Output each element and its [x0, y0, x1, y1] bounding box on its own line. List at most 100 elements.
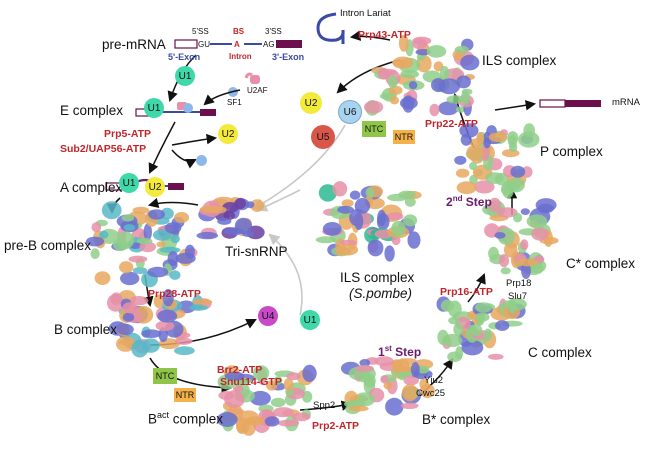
structure-lobe — [224, 371, 245, 381]
structure-lobe — [410, 362, 420, 378]
structure-lobe — [400, 96, 418, 110]
c-complex-structure — [436, 296, 527, 363]
structure-lobe — [460, 133, 472, 146]
structure-lobe — [196, 231, 219, 240]
structure-lobe — [494, 232, 506, 239]
structure-lobe — [412, 38, 428, 50]
exon3-label: 3'-Exon — [272, 52, 305, 62]
structure-lobe — [439, 66, 450, 81]
structure-lobe — [500, 267, 511, 275]
structure-lobe — [365, 187, 375, 198]
structure-lobe — [139, 241, 156, 253]
b-complex-structure — [107, 289, 213, 358]
structure-lobe — [302, 364, 317, 382]
ntc-box-bact: NTC — [153, 368, 177, 384]
structure-lobe — [266, 380, 278, 391]
premrna-schematic — [174, 39, 302, 49]
structure-lobe — [167, 251, 179, 266]
exon5-label: 5'-Exon — [168, 52, 201, 62]
structure-lobe — [461, 339, 484, 356]
structure-lobe — [336, 244, 359, 256]
structure-lobe — [123, 224, 136, 231]
structure-lobe — [447, 300, 462, 318]
second-step-label: 2nd Step — [446, 194, 492, 209]
structure-lobe — [85, 236, 105, 247]
structure-lobe — [401, 384, 418, 402]
recycling-arrows — [253, 124, 346, 316]
structure-lobe — [120, 271, 140, 286]
u2-snrnp-incoming: U2 — [218, 124, 238, 144]
structure-lobe — [474, 312, 490, 322]
released-factor — [196, 155, 207, 166]
structure-lobe — [488, 246, 499, 261]
structure-lobe — [420, 383, 435, 399]
ntr-box-bact: NTR — [174, 388, 196, 402]
structure-lobe — [377, 209, 387, 227]
structure-lobe — [389, 96, 400, 105]
u1-snrnp-e: U1 — [144, 98, 164, 118]
complex-structures — [85, 34, 559, 436]
structure-lobe — [337, 205, 354, 214]
structure-lobe — [403, 214, 418, 227]
trisnrnp-structure — [196, 196, 265, 240]
structure-lobe — [367, 239, 384, 257]
structure-lobe — [398, 34, 409, 52]
structure-lobe — [456, 181, 477, 195]
structure-lobe — [383, 381, 393, 390]
ils-pombe-label: ILS complex — [340, 270, 415, 285]
structure-lobe — [520, 208, 530, 216]
p-complex-structure — [454, 123, 540, 199]
structure-lobe — [158, 327, 168, 343]
structure-lobe — [174, 337, 193, 345]
structure-lobe — [359, 359, 371, 367]
yju2-label: Yju2 — [424, 375, 444, 386]
structure-lobe — [531, 227, 549, 241]
structure-lobe — [408, 81, 418, 90]
structure-lobe — [426, 45, 447, 58]
structure-lobe — [264, 416, 280, 427]
structure-lobe — [122, 312, 135, 322]
structure-lobe — [224, 227, 244, 236]
structure-lobe — [466, 144, 484, 161]
structure-lobe — [118, 339, 136, 346]
structure-lobe — [523, 123, 535, 138]
structure-lobe — [249, 390, 271, 406]
brr2-atp-label: Brr2-ATP — [217, 364, 263, 376]
structure-lobe — [392, 59, 408, 67]
structure-lobe — [521, 262, 531, 279]
structure-lobe — [164, 222, 182, 234]
structure-lobe — [147, 266, 169, 278]
structure-lobe — [488, 132, 507, 142]
structure-lobe — [216, 412, 238, 427]
structure-lobe — [510, 165, 526, 178]
first-step-label: 1st Step — [378, 344, 422, 359]
ntr-box-released: NTR — [393, 130, 415, 144]
structure-lobe — [537, 203, 554, 214]
structure-lobe — [274, 376, 283, 385]
structure-lobe — [495, 320, 510, 331]
bact-complex-label: Bact complex — [148, 410, 224, 427]
structure-lobe — [506, 177, 525, 193]
structure-lobe — [348, 405, 369, 412]
structure-lobe — [339, 239, 357, 246]
mrna-product — [539, 99, 601, 108]
cstar-complex-label: C* complex — [566, 256, 636, 271]
ils-pombe-structure — [315, 181, 422, 262]
premrna-title: pre-mRNA — [102, 37, 166, 52]
bstar-complex-label: B* complex — [422, 412, 491, 427]
structure-lobe — [403, 375, 419, 386]
structure-lobe — [508, 134, 517, 148]
u2af-label: U2AF — [247, 86, 268, 95]
structure-lobe — [460, 54, 480, 71]
structure-lobe — [448, 316, 460, 325]
slu7-label: Slu7 — [508, 291, 528, 302]
bstar-complex-structure — [340, 356, 435, 416]
branch-a-label: A — [234, 40, 240, 49]
structure-lobe — [132, 206, 150, 214]
structure-lobe — [322, 222, 342, 236]
structure-lobe — [286, 372, 301, 381]
structure-lobe — [407, 231, 421, 249]
structure-lobe — [469, 324, 483, 337]
